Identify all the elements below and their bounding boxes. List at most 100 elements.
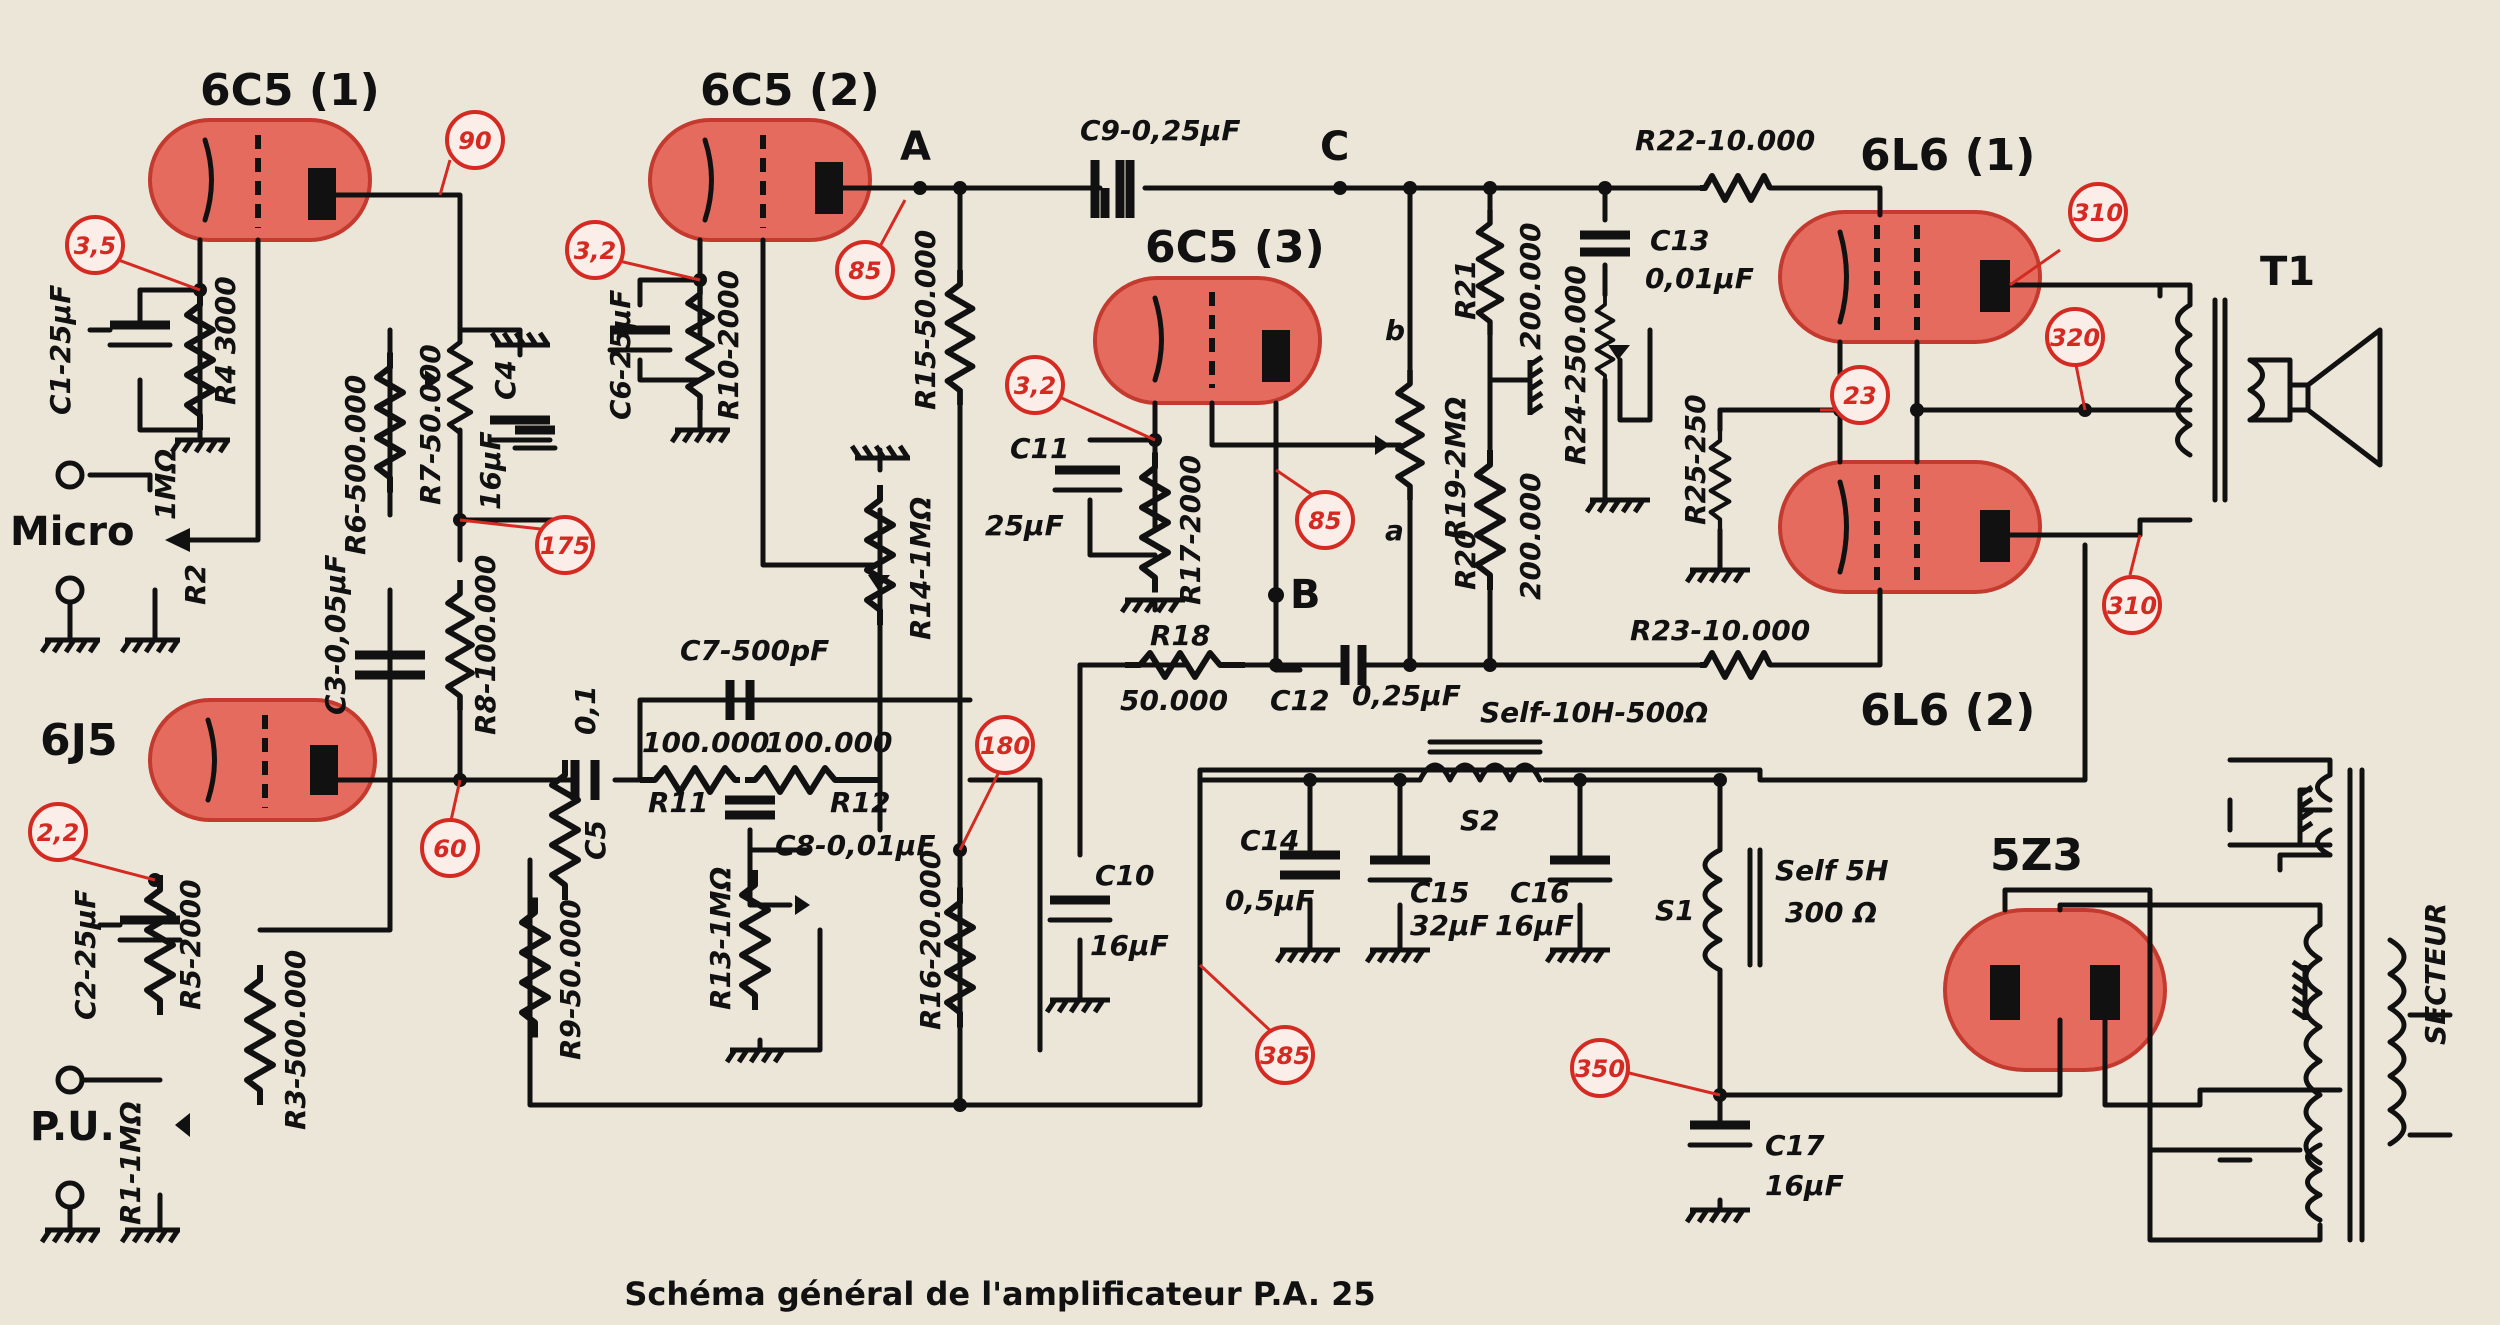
label-r16: R16-20.000	[914, 850, 947, 1030]
label-c7: C7-500pF	[680, 634, 829, 667]
voltage-bubble	[2068, 182, 2128, 242]
node-label: T1	[2260, 249, 2315, 295]
tube-6j5: 6J5	[40, 698, 377, 822]
label-c11: C11	[1010, 432, 1070, 465]
label-c4-value: 16µF	[474, 431, 507, 510]
label-self-5h-value: 300 Ω	[1785, 896, 1877, 929]
input-label: Micro	[10, 509, 134, 555]
label-self-10h: Self-10H-500Ω	[1480, 696, 1708, 729]
input-label: P.U.	[30, 1104, 115, 1150]
label-r20-value: 200.000	[1514, 472, 1547, 600]
tube-6l6-1: 6L6 (1)	[1778, 130, 2042, 344]
label-r10: R10-2000	[712, 270, 745, 420]
voltage-bubble	[2102, 575, 2162, 635]
voltage-value: 175	[540, 532, 590, 560]
tube-label: 6J5	[40, 715, 118, 766]
label-r8: R8-100.000	[469, 555, 502, 735]
label-c15: C15	[1410, 876, 1470, 909]
label-r11: R11	[648, 786, 709, 819]
label-r6: R6-500.000	[339, 375, 372, 555]
label-r22: R22-10.000	[1635, 124, 1815, 157]
voltage-value: 3,5	[74, 232, 117, 260]
label-c10: C10	[1095, 859, 1155, 892]
label-r9: R9-50.000	[554, 899, 587, 1060]
tube-6c5-1: 6C5 (1)	[148, 65, 380, 242]
voltage-value: 23	[1843, 382, 1876, 410]
label-c15-value: 32µF	[1410, 909, 1489, 942]
label-secteur: SECTEUR	[2419, 903, 2452, 1045]
inductors	[1417, 297, 2407, 1243]
label-r18-value: 50.000	[1120, 684, 1228, 717]
node-label: B	[1290, 572, 1321, 618]
tube-label: 5Z3	[1990, 830, 2083, 881]
label-r12-value: 100.000	[765, 726, 893, 759]
label-r24: R24-250.000	[1559, 265, 1592, 465]
label-r4: R4 3000	[209, 276, 242, 405]
figure-caption: Schéma général de l'amplificateur P.A. 2…	[624, 1275, 1375, 1313]
label-r3: R3-500.000	[279, 950, 312, 1130]
voltage-value: 320	[2050, 324, 2100, 352]
tube-6l6-2: 6L6 (2)	[1778, 460, 2042, 736]
node-label: a	[1385, 514, 1404, 547]
voltage-bubble	[975, 715, 1035, 775]
grounds	[39, 331, 2314, 1244]
label-c14-value: 0,5µF	[1225, 884, 1314, 917]
voltage-bubble	[1295, 490, 1355, 550]
voltage-bubble	[835, 240, 895, 300]
label-c13: C13	[1650, 224, 1710, 257]
voltage-value: 85	[848, 257, 881, 285]
label-c17: C17	[1765, 1129, 1825, 1162]
label-self-5h: Self 5H	[1775, 854, 1889, 887]
label-c12: C12	[1270, 684, 1330, 717]
label-r11-value: 100.000	[642, 726, 770, 759]
voltage-value: 385	[1260, 1042, 1310, 1070]
label-c16-value: 16µF	[1495, 909, 1574, 942]
label-s1: S1	[1655, 894, 1695, 927]
label-c16: C16	[1510, 876, 1570, 909]
component-labels: A C B b a T1 Micro P.U. C1-25µF R4 3000 …	[10, 114, 2452, 1225]
label-r2: R2	[179, 564, 212, 605]
tube-label: 6L6 (2)	[1860, 685, 2035, 736]
node-label: b	[1385, 314, 1405, 347]
label-c13-value: 0,01µF	[1645, 262, 1754, 295]
label-r2-value: 1MΩ	[149, 449, 182, 520]
tube-label: 6L6 (1)	[1860, 130, 2035, 181]
label-r23: R23-10.000	[1630, 614, 1810, 647]
label-c1: C1-25µF	[44, 285, 77, 415]
voltage-bubble	[445, 110, 505, 170]
label-r21: R21	[1449, 259, 1482, 320]
resistors	[147, 173, 1773, 1137]
tube-6c5-2: 6C5 (2)	[648, 65, 880, 242]
node-label: C	[1320, 124, 1349, 170]
voltage-value: 180	[980, 732, 1030, 760]
voltage-markers: 3,5 90 3,2 85 3,2 85 175 180 2,2 60 385	[28, 110, 2162, 1098]
input-jacks	[55, 460, 163, 1233]
voltage-bubble	[1570, 1038, 1630, 1098]
voltage-value: 350	[1575, 1055, 1625, 1083]
label-r5: R5-2000	[174, 879, 207, 1010]
tube-label: 6C5 (2)	[700, 65, 880, 116]
label-r17: R17-2000	[1174, 455, 1207, 605]
label-c17-value: 16µF	[1765, 1169, 1844, 1202]
voltage-value: 90	[458, 127, 491, 155]
label-r7: R7-50.000	[414, 344, 447, 505]
voltage-value: 310	[2073, 199, 2123, 227]
label-c5: C5	[579, 820, 612, 860]
voltage-bubble	[28, 802, 88, 862]
label-s2: S2	[1460, 804, 1500, 837]
label-r20: R20	[1449, 529, 1482, 590]
tube-6c5-3: 6C5 (3)	[1093, 222, 1325, 405]
voltage-bubble	[2045, 307, 2105, 367]
capacitors	[87, 160, 1753, 1148]
voltage-bubble	[1255, 1025, 1315, 1085]
voltage-value: 3,2	[1014, 372, 1057, 400]
tube-label: 6C5 (1)	[200, 65, 380, 116]
voltage-bubble	[1830, 365, 1890, 425]
voltage-value: 2,2	[37, 819, 80, 847]
label-c2: C2-25µF	[69, 890, 102, 1020]
tube-label: 6C5 (3)	[1145, 222, 1325, 273]
label-r19: R19-2MΩ	[1439, 397, 1472, 540]
label-c3: C3-0,05µF	[319, 555, 352, 715]
label-r12: R12	[830, 786, 891, 819]
